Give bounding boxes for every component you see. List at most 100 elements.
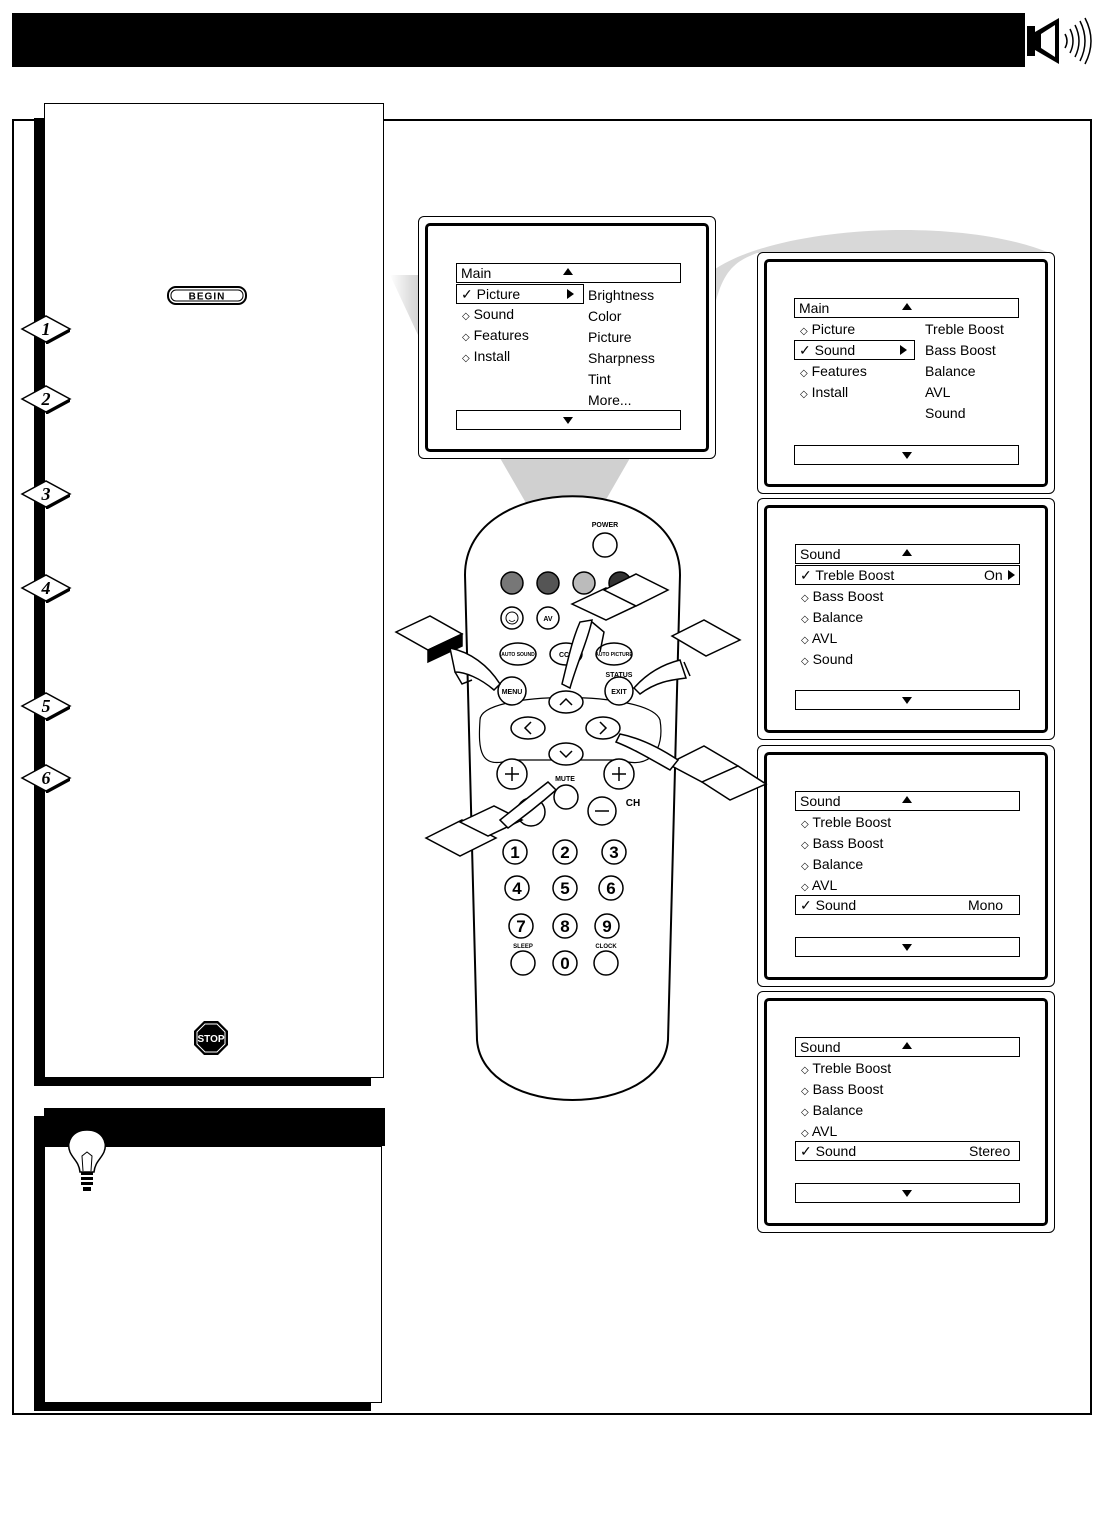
down-arrow-icon bbox=[902, 452, 912, 459]
hand-pointer-up bbox=[561, 573, 670, 690]
svg-text:MUTE: MUTE bbox=[555, 776, 575, 783]
menu-item-selected[interactable]: ✓ Sound bbox=[795, 895, 1020, 915]
submenu-item: Treble Boost bbox=[925, 321, 1004, 337]
auto-sound-button[interactable] bbox=[499, 642, 537, 666]
begin-label: BEGIN bbox=[189, 292, 226, 303]
right-arrow-icon bbox=[900, 345, 907, 355]
menu-item[interactable]: ◇ Balance bbox=[801, 856, 864, 872]
menu-item[interactable]: ◇ Sound bbox=[801, 651, 854, 667]
menu-item[interactable]: ◇ Bass Boost bbox=[801, 835, 884, 851]
menu-item[interactable]: ◇ AVL bbox=[801, 877, 838, 893]
menu-item[interactable]: ◇ AVL bbox=[801, 630, 838, 646]
svg-text:CC: CC bbox=[559, 652, 569, 659]
header-bar bbox=[12, 13, 1025, 67]
up-arrow-icon bbox=[902, 549, 912, 556]
lightbulb-icon bbox=[57, 1112, 117, 1191]
right-button[interactable] bbox=[585, 716, 621, 740]
right-arrow-icon bbox=[1008, 570, 1015, 580]
submenu-item: Balance bbox=[925, 363, 976, 379]
stop-label: STOP bbox=[197, 1034, 224, 1045]
menu-item-selected[interactable]: ✓ Picture bbox=[456, 284, 584, 304]
menu-item[interactable]: ◇ Features bbox=[462, 327, 529, 343]
setting-value: On bbox=[984, 567, 1003, 583]
menu-item[interactable]: ◇ Install bbox=[462, 348, 511, 364]
menu-item-selected[interactable]: ✓ Treble Boost bbox=[795, 565, 1020, 585]
tv-screen-sound-stereo: Sound ◇ Treble Boost ◇ Bass Boost ◇ Bala… bbox=[757, 991, 1055, 1233]
exit-button[interactable] bbox=[604, 676, 634, 706]
svg-text:CH: CH bbox=[626, 798, 640, 809]
up-arrow-icon bbox=[563, 268, 573, 275]
digit-0-button[interactable] bbox=[552, 950, 578, 976]
step-4-marker: 4 bbox=[20, 574, 72, 603]
tip-panel bbox=[44, 1146, 382, 1403]
tv-screen-main-picture: Main ✓ Picture ◇ Sound ◇ Features ◇ Inst… bbox=[418, 216, 716, 459]
red-key[interactable] bbox=[500, 571, 524, 595]
submenu-item: AVL bbox=[925, 384, 951, 400]
up-button[interactable] bbox=[548, 690, 584, 714]
svg-text:4: 4 bbox=[41, 578, 51, 598]
svg-text:AUTO SOUND: AUTO SOUND bbox=[501, 652, 535, 658]
remote-control: POWER AV AUTO SOUND CC AUTO PICTURE STAT… bbox=[394, 495, 768, 1101]
down-button[interactable] bbox=[548, 742, 584, 766]
svg-text:EXIT: EXIT bbox=[611, 689, 627, 696]
clock-button[interactable] bbox=[593, 950, 619, 976]
tv-screen-sound-treble: Sound ✓ Treble Boost On ◇ Bass Boost ◇ B… bbox=[757, 498, 1055, 740]
menu-item[interactable]: ◇ AVL bbox=[801, 1123, 838, 1139]
svg-text:2: 2 bbox=[560, 843, 569, 862]
speaker-icon bbox=[1027, 17, 1092, 65]
down-arrow-icon bbox=[902, 697, 912, 704]
begin-badge: BEGIN bbox=[167, 286, 247, 305]
power-button[interactable] bbox=[592, 532, 618, 558]
menu-item[interactable]: ◇ Treble Boost bbox=[801, 814, 892, 830]
svg-text:8: 8 bbox=[560, 917, 569, 936]
submenu-item: Sharpness bbox=[588, 350, 655, 366]
menu-item-selected[interactable]: ✓ Sound bbox=[794, 340, 915, 360]
svg-text:5: 5 bbox=[42, 696, 51, 716]
projection-beams bbox=[390, 229, 1050, 510]
tv-screen-main-sound: Main ◇ Picture ✓ Sound ◇ Features ◇ Inst… bbox=[757, 252, 1055, 494]
menu-item[interactable]: ◇ Features bbox=[800, 363, 867, 379]
yellow-key[interactable] bbox=[572, 571, 596, 595]
svg-text:POWER: POWER bbox=[592, 522, 618, 529]
menu-item[interactable]: ◇ Treble Boost bbox=[801, 1060, 892, 1076]
left-button[interactable] bbox=[510, 716, 546, 740]
menu-item[interactable]: ◇ Balance bbox=[801, 609, 864, 625]
step-6-marker: 6 bbox=[20, 764, 72, 793]
menu-button[interactable] bbox=[497, 676, 527, 706]
right-arrow-icon bbox=[567, 289, 574, 299]
digit-1-button[interactable] bbox=[502, 839, 528, 865]
menu-item[interactable]: ◇ Balance bbox=[801, 1102, 864, 1118]
digit-5-button[interactable] bbox=[552, 875, 578, 901]
mute-button[interactable] bbox=[553, 784, 579, 810]
submenu-item: Sound bbox=[925, 405, 966, 421]
digit-7-button[interactable] bbox=[508, 913, 534, 939]
svg-text:1: 1 bbox=[510, 843, 519, 862]
menu-item-selected[interactable]: ✓ Sound bbox=[795, 1141, 1020, 1161]
sleep-button[interactable] bbox=[510, 950, 536, 976]
auto-picture-button[interactable] bbox=[595, 642, 633, 666]
digit-2-button[interactable] bbox=[552, 839, 578, 865]
svg-text:MENU: MENU bbox=[502, 689, 523, 696]
svg-text:0: 0 bbox=[560, 954, 569, 973]
menu-item[interactable]: ◇ Sound bbox=[462, 306, 515, 322]
svg-text:7: 7 bbox=[516, 917, 525, 936]
smiley-button[interactable] bbox=[500, 606, 524, 630]
svg-text:6: 6 bbox=[42, 768, 51, 788]
page-frame bbox=[12, 119, 1092, 1415]
digit-3-button[interactable] bbox=[601, 839, 627, 865]
menu-item[interactable]: ◇ Install bbox=[800, 384, 849, 400]
menu-item[interactable]: ◇ Picture bbox=[800, 321, 856, 337]
svg-text:9: 9 bbox=[602, 917, 611, 936]
menu-item[interactable]: ◇ Bass Boost bbox=[801, 588, 884, 604]
digit-8-button[interactable] bbox=[552, 913, 578, 939]
hand-pointer-down bbox=[424, 781, 558, 857]
instruction-panel bbox=[44, 103, 384, 1078]
submenu-item: Tint bbox=[588, 371, 611, 387]
digit-6-button[interactable] bbox=[598, 875, 624, 901]
digit-4-button[interactable] bbox=[504, 875, 530, 901]
menu-item[interactable]: ◇ Bass Boost bbox=[801, 1081, 884, 1097]
digit-9-button[interactable] bbox=[594, 913, 620, 939]
av-button[interactable] bbox=[536, 606, 560, 630]
green-key[interactable] bbox=[536, 571, 560, 595]
up-arrow-icon bbox=[902, 1042, 912, 1049]
